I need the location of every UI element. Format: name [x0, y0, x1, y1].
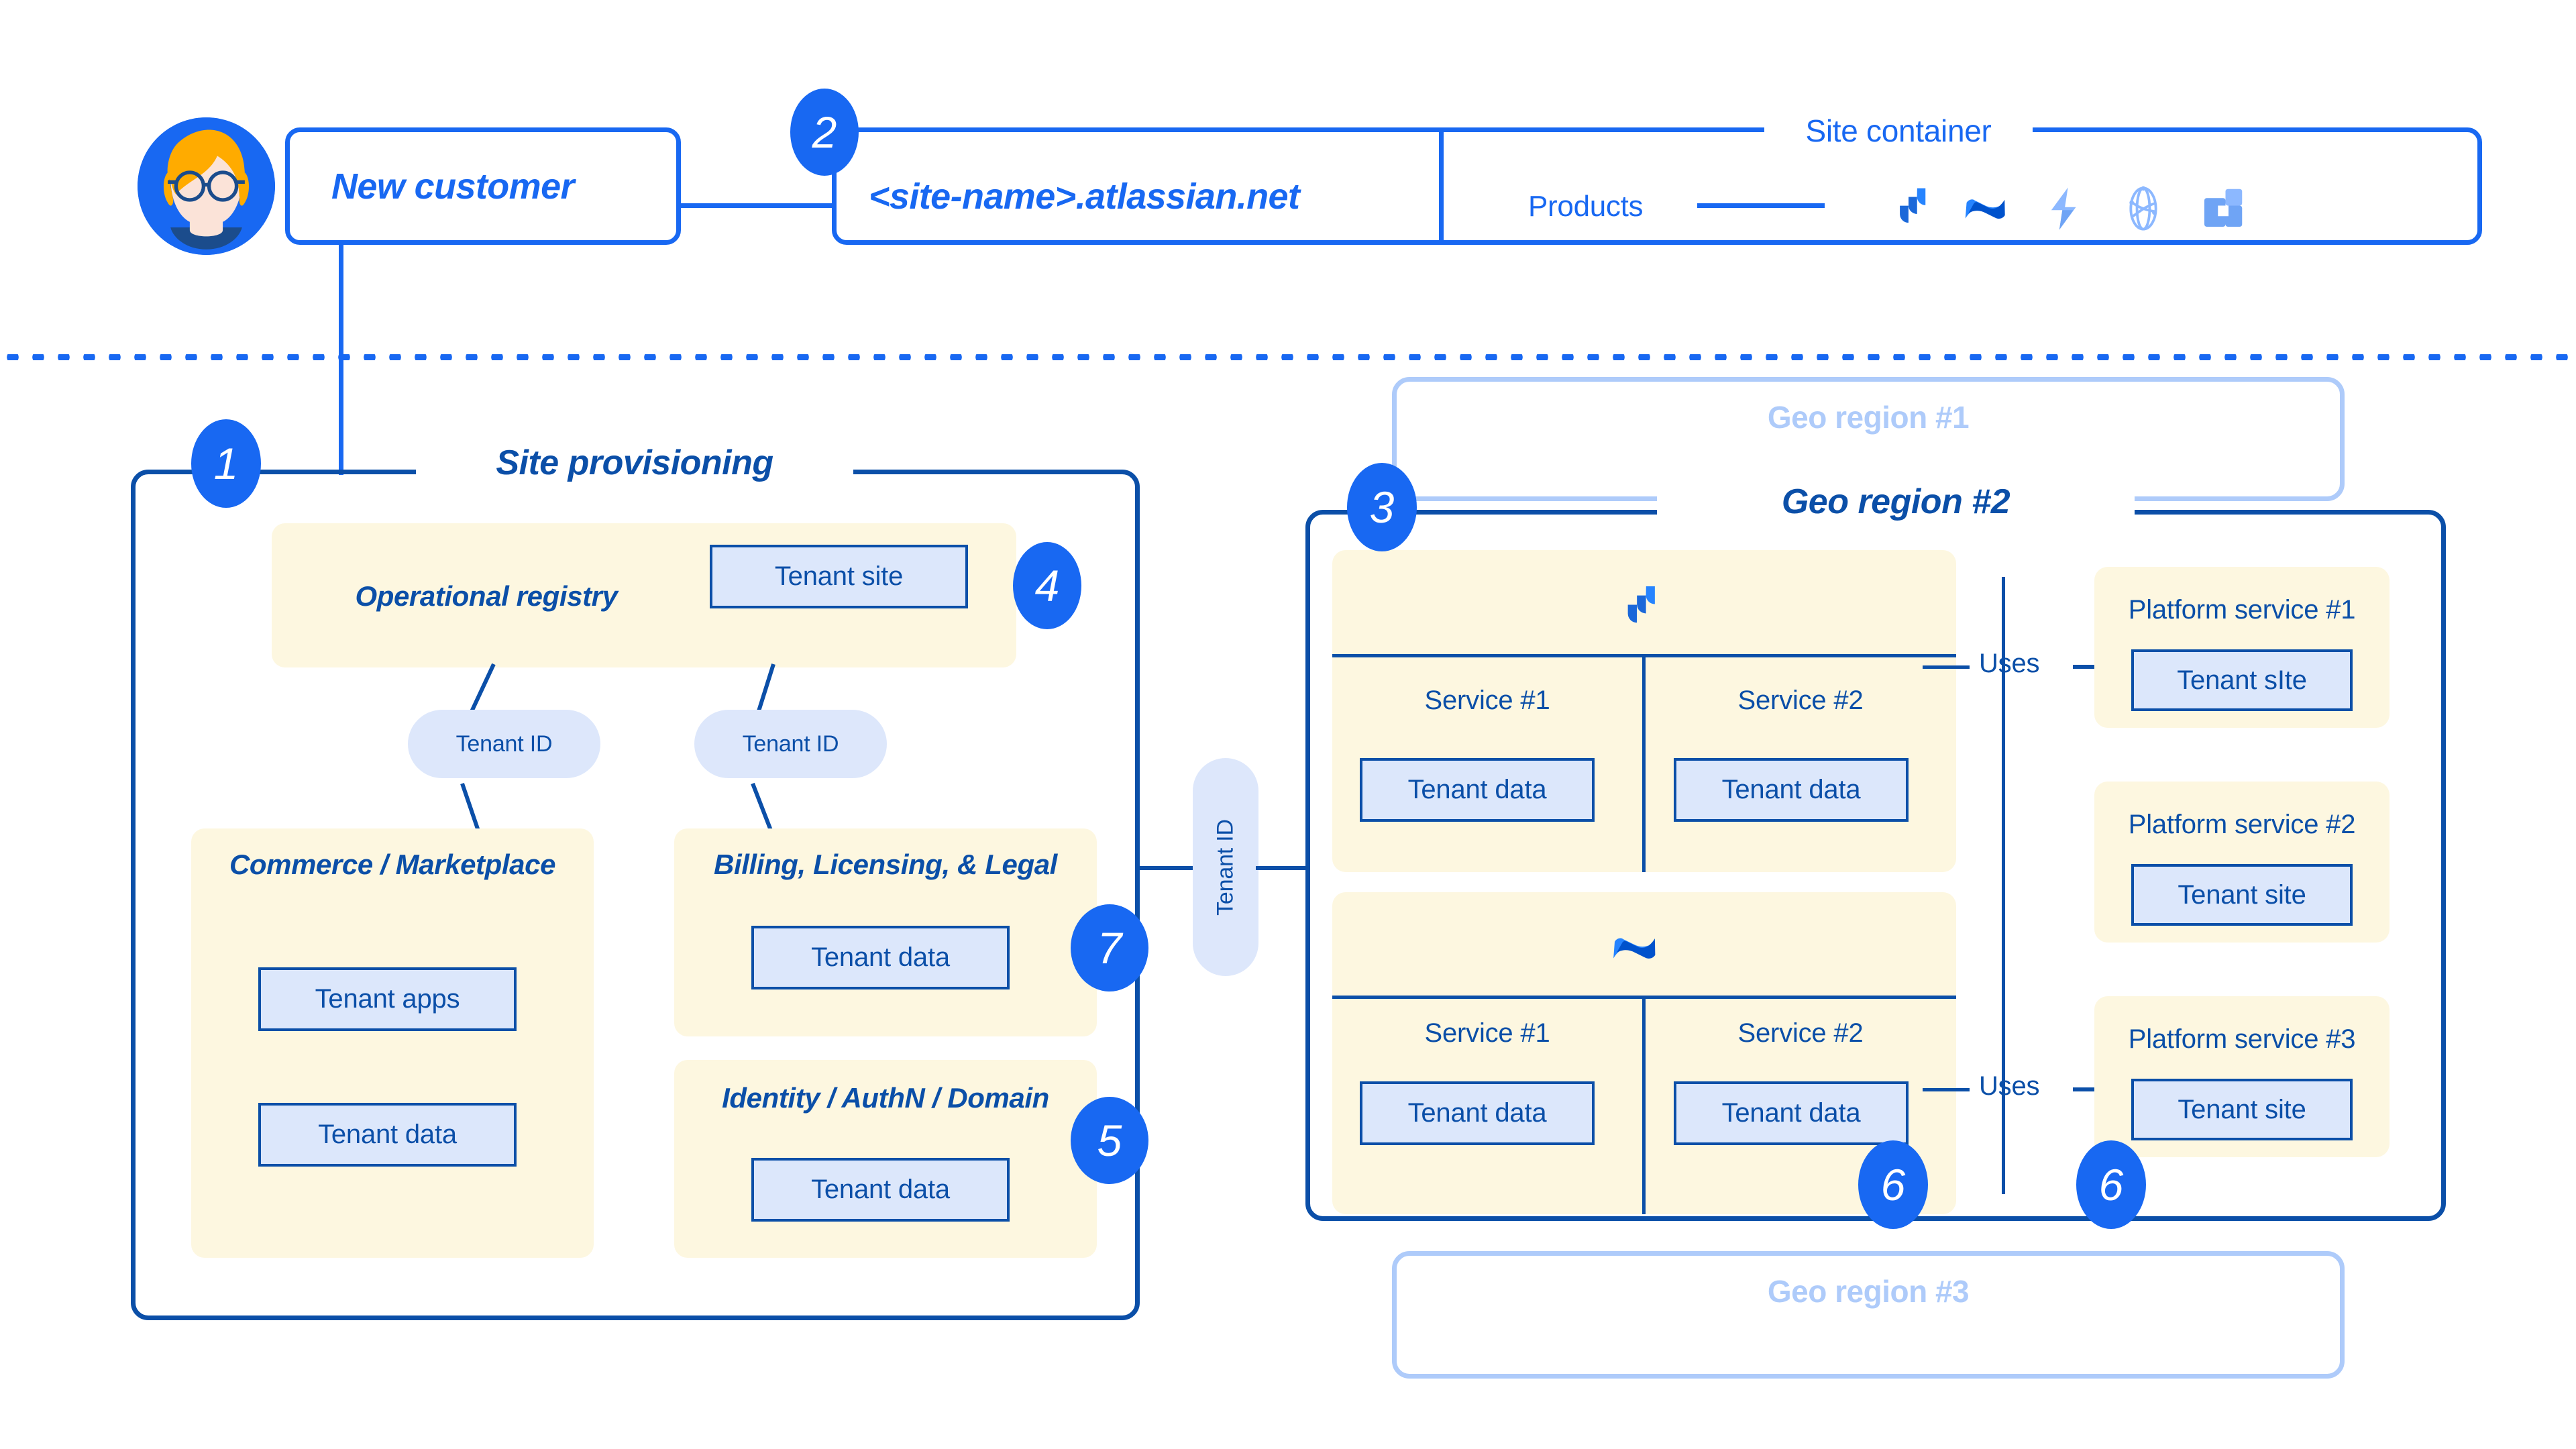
billing-tenant-data-box[interactable]: Tenant data	[751, 926, 1010, 989]
tenant-id-connector-pill: Tenant ID	[1193, 758, 1258, 976]
badge-4: 4	[1013, 542, 1081, 629]
platform-service-3-title: Platform service #3	[2128, 1024, 2356, 1054]
geo-region-3-label: Geo region #3	[1767, 1274, 1970, 1309]
products-connector	[1697, 203, 1825, 208]
platform-service-1-title: Platform service #1	[2128, 595, 2356, 625]
geo-jira-service-1-data[interactable]: Tenant data	[1360, 758, 1595, 822]
badge-7: 7	[1071, 904, 1148, 991]
new-customer-box[interactable]: New customer	[285, 127, 681, 245]
commerce-marketplace-card	[191, 828, 594, 1258]
site-container-title-text: Site container	[1805, 113, 1992, 148]
geo-jira-service-2-data[interactable]: Tenant data	[1674, 758, 1909, 822]
tenant-id-connector-label: Tenant ID	[1212, 818, 1238, 916]
geo-region-1-label: Geo region #1	[1767, 400, 1970, 435]
site-url-value: <site-name>.atlassian.net	[869, 176, 1300, 217]
site-box-divider	[1439, 127, 1444, 245]
geo-confluence-service-1-label: Service #1	[1424, 1018, 1550, 1048]
customer-avatar	[138, 117, 275, 255]
badge-2: 2	[790, 89, 859, 176]
badge-1: 1	[191, 419, 261, 508]
badge-6-left: 6	[1858, 1140, 1928, 1229]
jira-icon	[1882, 184, 1930, 236]
geo-jira-service-1-label: Service #1	[1424, 686, 1550, 715]
badge-6-right: 6	[2076, 1140, 2146, 1229]
geo-confluence-service-1-data[interactable]: Tenant data	[1360, 1081, 1595, 1145]
billing-licensing-legal-label: Billing, Licensing, & Legal	[714, 849, 1057, 880]
products-label: Products	[1528, 190, 1644, 223]
confluence-icon	[1961, 184, 2009, 236]
tenant-id-pill-right: Tenant ID	[694, 710, 887, 778]
identity-tenant-data-box[interactable]: Tenant data	[751, 1158, 1010, 1222]
geo-jira-service-2-label: Service #2	[1737, 686, 1864, 715]
commerce-marketplace-label: Commerce / Marketplace	[229, 849, 556, 880]
operational-registry-label: Operational registry	[355, 580, 618, 612]
jira-service-management-icon	[2040, 184, 2088, 236]
geo-region-3-ghost: Geo region #3	[1392, 1251, 2345, 1379]
uses-1-line-left	[1923, 665, 1970, 669]
uses-1-label: Uses	[1979, 649, 2040, 678]
commerce-tenant-data-box[interactable]: Tenant data	[258, 1103, 517, 1167]
geo-confluence-vrule	[1642, 996, 1646, 1214]
site-provisioning-title: Site provisioning	[416, 443, 853, 483]
site-container-box[interactable]	[832, 127, 2482, 245]
badge-5: 5	[1071, 1097, 1148, 1184]
uses-2-line-left	[1923, 1088, 1970, 1091]
product-icons-group	[1882, 184, 2247, 236]
platform-service-1-box[interactable]: Tenant sIte	[2131, 649, 2353, 711]
geo-jira-icon	[1609, 582, 1660, 637]
identity-authn-domain-label: Identity / AuthN / Domain	[722, 1082, 1049, 1114]
platform-service-2-box[interactable]: Tenant site	[2131, 864, 2353, 926]
uses-2-label: Uses	[1979, 1071, 2040, 1101]
new-customer-label: New customer	[331, 166, 575, 207]
site-container-title: Site container	[1764, 113, 2033, 149]
connector-provisioning-to-tenantid	[1138, 866, 1195, 870]
platform-service-3-box[interactable]: Tenant site	[2131, 1079, 2353, 1140]
connector-tenantid-to-georegion	[1256, 866, 1309, 870]
section-divider-dotted	[0, 354, 2576, 360]
badge-3: 3	[1347, 463, 1417, 551]
connector-customer-to-site	[676, 203, 837, 208]
site-container-title-notch	[1764, 119, 2033, 134]
geo-region-2-title: Geo region #2	[1657, 482, 2135, 522]
geo-confluence-icon	[1609, 922, 1660, 977]
atlas-globe-icon	[2119, 184, 2167, 236]
site-url-text: <site-name>.atlassian.net	[869, 176, 1300, 217]
geo-confluence-service-2-label: Service #2	[1737, 1018, 1864, 1048]
platform-service-2-title: Platform service #2	[2128, 810, 2356, 839]
tenant-id-pill-left: Tenant ID	[408, 710, 600, 778]
bitbucket-icon	[2198, 184, 2247, 236]
commerce-tenant-apps-box[interactable]: Tenant apps	[258, 967, 517, 1031]
geo-confluence-service-2-data[interactable]: Tenant data	[1674, 1081, 1909, 1145]
geo-jira-vrule	[1642, 654, 1646, 872]
geo-platform-divider	[2002, 577, 2005, 1194]
registry-tenant-site-box[interactable]: Tenant site	[710, 545, 968, 608]
